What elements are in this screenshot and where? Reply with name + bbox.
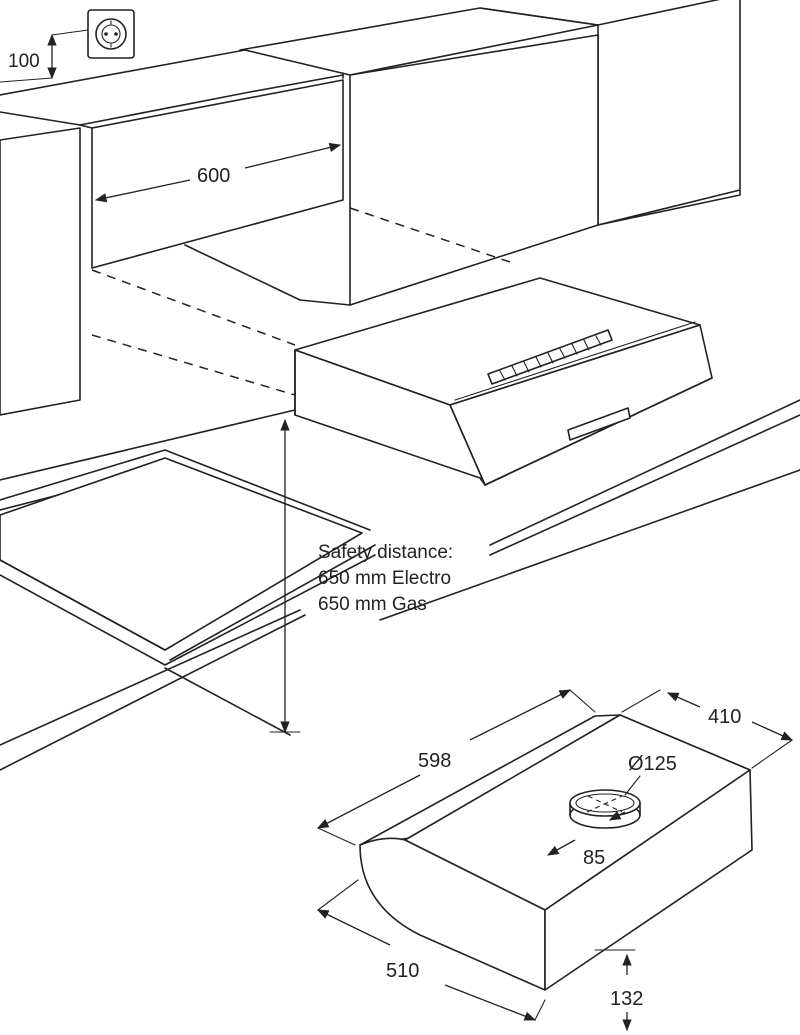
vent-grille-icon (487, 329, 613, 385)
duct-diameter-label: Ø125 (628, 753, 677, 775)
power-socket-icon (87, 9, 135, 59)
worktop (0, 399, 800, 771)
hood-width-label: 598 (418, 750, 451, 772)
hood-front-depth-label: 510 (386, 960, 419, 982)
safety-distance-dimension: Safety distance: 650 mm Electro 650 mm G… (269, 418, 453, 734)
socket-height-label: 100 (8, 51, 40, 72)
safety-distance-title: Safety distance: (318, 542, 453, 563)
duct-collar (569, 789, 641, 829)
hood-height-label: 132 (610, 988, 643, 1010)
safety-distance-gas: 650 mm Gas (318, 594, 427, 615)
hood-detail-dimensions: 598 410 Ø125 85 510 132 (316, 689, 794, 1032)
hood-detail (359, 714, 753, 991)
projection-dashes (91, 207, 511, 396)
installed-hood (294, 277, 713, 486)
socket-height-dimension: 100 (0, 29, 89, 83)
cabinet-width-label: 600 (197, 165, 230, 187)
duct-offset-label: 85 (583, 847, 605, 869)
wall-cabinets (0, 0, 741, 416)
safety-distance-electro: 650 mm Electro (318, 568, 451, 589)
hood-depth-label: 410 (708, 706, 741, 728)
cabinet-width-dimension: 600 (94, 142, 342, 203)
